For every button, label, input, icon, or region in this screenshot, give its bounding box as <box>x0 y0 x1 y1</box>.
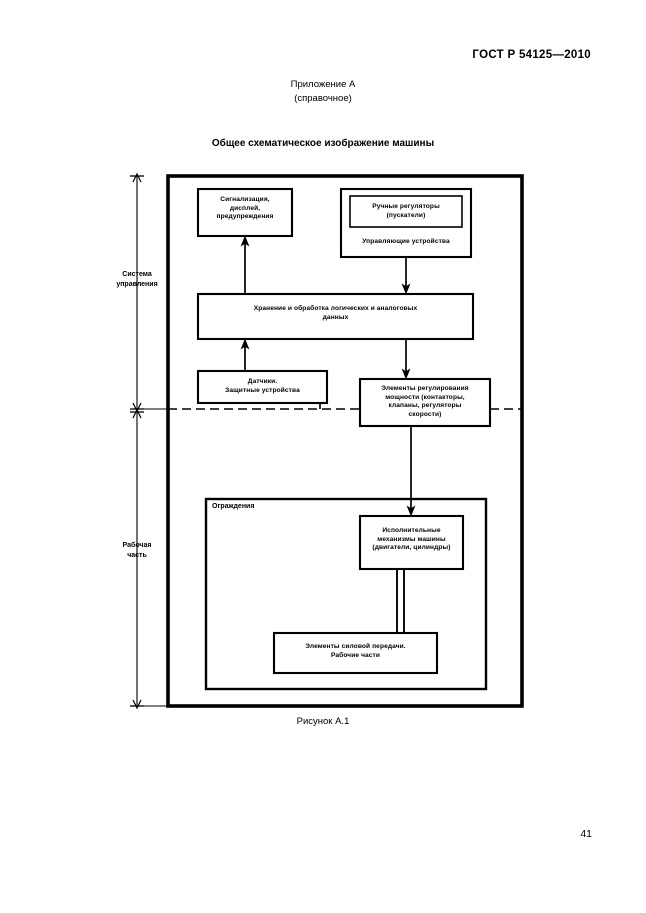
brace-label-control-system: Система управления <box>116 271 158 288</box>
annex-heading: Приложение А (справочное) <box>0 78 646 106</box>
label-actuators: Исполнительные механизмы машины (двигате… <box>372 527 451 552</box>
figure-caption: Рисунок А.1 <box>296 716 350 727</box>
annex-title: Приложение А <box>290 79 356 90</box>
box-sensors <box>196 369 329 405</box>
box-logic-processing <box>196 292 475 341</box>
box-manual-controls <box>349 195 463 228</box>
annex-subtitle: (справочное) <box>294 93 352 104</box>
label-manual-controls: Ручные регуляторы (пускатели) <box>372 203 440 219</box>
label-sensors: Датчики. Защитные устройства <box>225 378 300 394</box>
box-signalling <box>196 187 294 238</box>
box-power-transmission <box>272 631 439 675</box>
brace-working-part-arrow-bottom <box>132 699 142 710</box>
label-signalling: Сигнализация, дисплей, предупреждения <box>216 196 274 221</box>
page-number: 41 <box>580 828 592 840</box>
box-control-devices <box>339 187 473 259</box>
label-power-regulation: Элементы регулирования мощности (контакт… <box>381 385 469 418</box>
box-guards-container <box>204 497 488 691</box>
label-logic-processing: Хранение и обработка логических и аналог… <box>253 305 418 321</box>
label-control-devices: Управляющие устройства <box>362 238 450 245</box>
figure-title: Общее схематическое изображение машины <box>211 138 435 149</box>
brace-control-system-arrow-top <box>132 172 142 183</box>
brace-working-part-arrow-top <box>132 408 142 419</box>
brace-control-system-arrow-bottom <box>132 402 142 413</box>
guard-label: Ограждения <box>212 503 255 510</box>
box-power-regulation <box>358 377 492 428</box>
brace-label-working-part: Рабочая часть <box>122 542 152 559</box>
box-actuators <box>358 514 465 571</box>
standard-header: ГОСТ Р 54125—2010 <box>472 49 591 61</box>
machine-outer-frame <box>166 174 524 708</box>
label-power-transmission: Элементы силовой передачи. Рабочие части <box>305 643 406 659</box>
